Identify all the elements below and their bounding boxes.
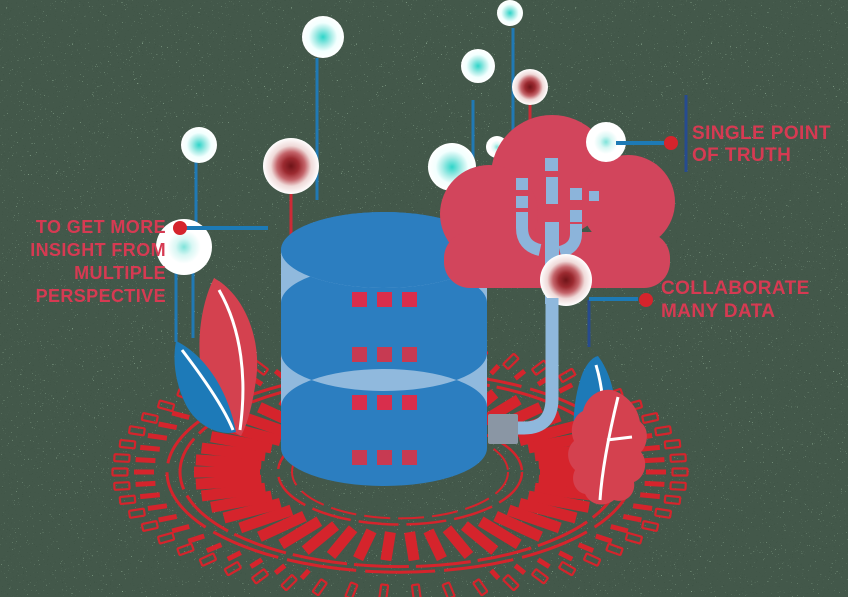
bubble <box>586 122 626 162</box>
data-led <box>352 292 367 307</box>
label-multiple-perspective: TO GET MORE INSIGHT FROM MULTIPLE PERSPE… <box>30 217 166 306</box>
leaf-blue-left <box>174 341 236 433</box>
database-top <box>281 212 487 288</box>
database-cylinder <box>281 212 487 486</box>
leader-dot <box>664 136 678 150</box>
data-led <box>402 395 417 410</box>
label-collaborate-many-data: COLLABORATE MANY DATA <box>661 278 810 322</box>
idea-bubbles <box>156 0 548 275</box>
data-led <box>402 347 417 362</box>
data-led <box>402 450 417 465</box>
bubble <box>181 127 217 163</box>
data-led <box>352 347 367 362</box>
bubble <box>540 254 592 306</box>
bubble <box>156 219 212 275</box>
leader-dot <box>173 221 187 235</box>
bubble <box>302 16 344 58</box>
bubble <box>512 69 548 105</box>
leader-dot <box>639 293 653 307</box>
leaf-red-right <box>568 389 647 505</box>
data-led <box>377 450 392 465</box>
plug <box>488 414 518 444</box>
data-led <box>402 292 417 307</box>
cloud <box>440 115 675 288</box>
bubble <box>263 138 319 194</box>
data-led <box>377 395 392 410</box>
database-band <box>281 353 487 407</box>
bubble <box>497 0 523 26</box>
cable <box>516 298 559 435</box>
bubble <box>461 49 495 83</box>
data-led <box>352 450 367 465</box>
data-led <box>377 347 392 362</box>
data-led <box>377 292 392 307</box>
label-single-point-of-truth: SINGLE POINT OF TRUTH <box>692 123 831 166</box>
leaders <box>173 122 678 307</box>
data-led <box>352 395 367 410</box>
